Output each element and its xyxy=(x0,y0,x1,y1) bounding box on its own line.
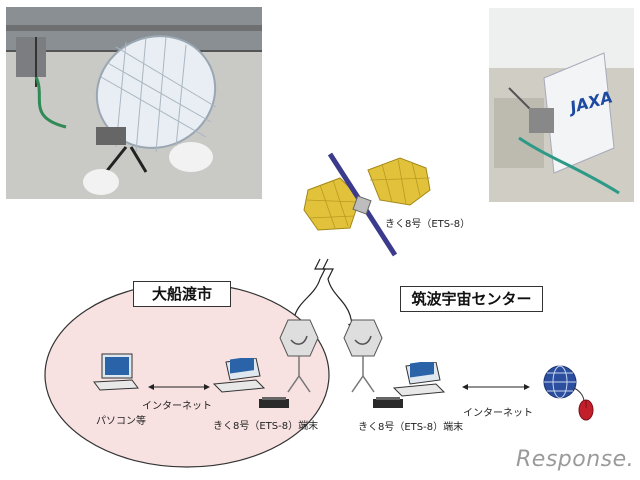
tsukuba-link-label: インターネット xyxy=(463,408,533,419)
satellite-ets8 xyxy=(300,150,440,260)
laptop-icon xyxy=(93,353,139,391)
terminal-laptop-icon xyxy=(212,358,266,393)
satellite-label: きく8号（ETS-8） xyxy=(385,219,471,230)
satellite-icon xyxy=(303,152,431,257)
terminal-device-icon-tsukuba xyxy=(373,397,403,408)
double-arrow-icon xyxy=(148,384,210,390)
internet-globe-icon xyxy=(543,365,594,421)
ofunato-terminal-label: きく8号（ETS-8）端末 xyxy=(213,421,319,432)
terminal-device-icon xyxy=(259,397,289,408)
terminal-photo-illustration: JAXA xyxy=(489,8,634,202)
photo-terminal-antenna: JAXA xyxy=(489,8,634,202)
terminal-laptop-icon-tsukuba xyxy=(392,362,446,397)
double-arrow-icon-tsukuba xyxy=(462,384,530,390)
dish-photo-illustration xyxy=(6,7,262,199)
ofunato-link-label: インターネット xyxy=(142,401,212,412)
antenna-tsukuba-icon xyxy=(343,319,383,393)
response-watermark: Response. xyxy=(516,447,635,472)
pc-label: パソコン等 xyxy=(96,416,146,427)
tsukuba-title: 筑波宇宙センター xyxy=(400,286,543,312)
ofunato-title: 大船渡市 xyxy=(133,281,231,307)
antenna-ofunato-icon xyxy=(279,319,319,393)
photo-dish-antenna xyxy=(6,7,262,199)
tsukuba-terminal-label: きく8号（ETS-8）端末 xyxy=(358,422,464,433)
